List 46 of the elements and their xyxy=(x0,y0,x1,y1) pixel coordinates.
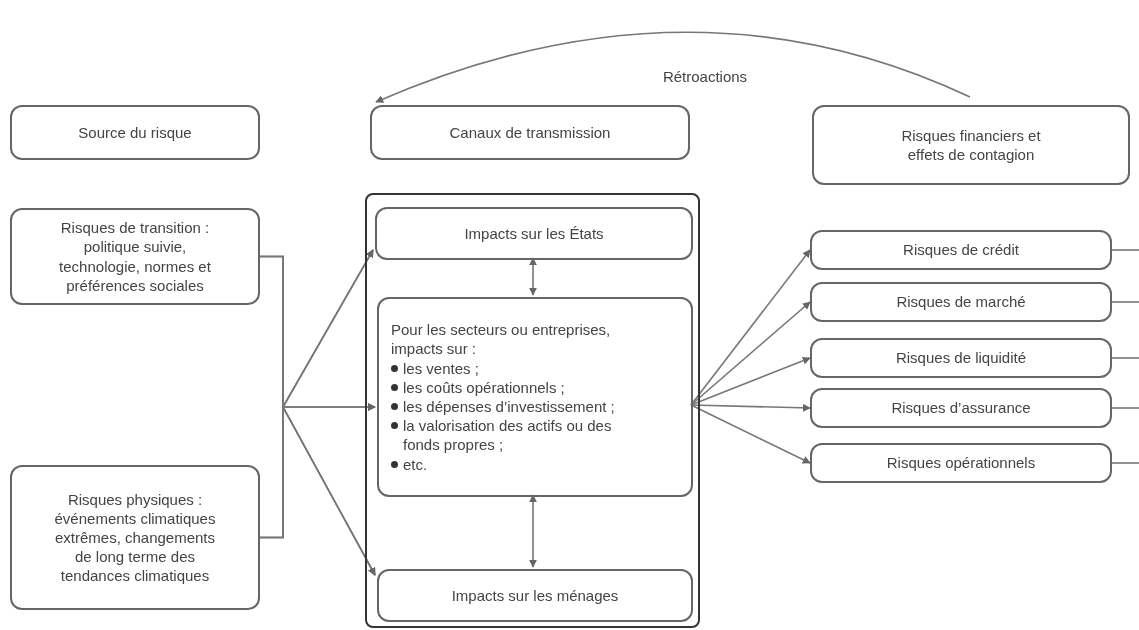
bullet-item: etc. xyxy=(403,454,428,474)
arrow xyxy=(690,403,811,412)
arrow xyxy=(690,404,811,464)
rounded-box xyxy=(812,105,1130,185)
container-box xyxy=(365,193,700,628)
arrow xyxy=(690,356,811,406)
rounded-box xyxy=(10,105,260,160)
box-text: Risques financiers et effets de contagion xyxy=(900,125,1042,165)
connector-line xyxy=(1111,249,1139,251)
box-text: Risques opérationnels xyxy=(886,453,1036,473)
rounded-box xyxy=(810,388,1112,428)
bullet-item: les dépenses d’investissement ; xyxy=(403,397,615,417)
arrow xyxy=(259,406,376,576)
rounded-box xyxy=(377,297,693,497)
box-heading: Pour les secteurs ou entreprises, impacts sur : xyxy=(391,320,612,359)
box-text: Impacts sur les ménages xyxy=(451,585,619,606)
rounded-box xyxy=(810,282,1112,322)
bullet-item: les ventes ; xyxy=(403,358,479,378)
connector-line xyxy=(1111,407,1139,409)
box-text: Risques de crédit xyxy=(903,240,1019,260)
bullet-item: la valorisation des actifs ou des fonds propres ; xyxy=(403,416,613,455)
box-text: Source du risque xyxy=(78,122,192,143)
arrow xyxy=(690,249,811,406)
arrow xyxy=(375,31,971,103)
rounded-box xyxy=(377,569,693,622)
arrow xyxy=(529,257,537,296)
bullet-item: les coûts opérationnels ; xyxy=(403,377,565,397)
rounded-box xyxy=(10,208,260,305)
connector-line xyxy=(1111,462,1139,464)
box-text: Canaux de transmission xyxy=(449,122,611,143)
rounded-box xyxy=(375,207,693,260)
box-text: Risques d’assurance xyxy=(891,398,1031,418)
rounded-box xyxy=(370,105,690,160)
box-text: Risques physiques : événements climatiques extrêmes, changements de long terme des tendances climatiques xyxy=(53,489,217,586)
box-text: Risques de marché xyxy=(896,292,1026,312)
rounded-box xyxy=(810,230,1112,270)
arrow xyxy=(529,494,537,568)
rounded-box xyxy=(810,338,1112,378)
box-text: Risques de transition : politique suivie, technologie, normes et préférences sociales xyxy=(58,218,212,295)
connector-line xyxy=(1111,357,1139,359)
rounded-box xyxy=(810,443,1112,483)
box-text: Risques de liquidité xyxy=(895,348,1027,368)
connector-line xyxy=(1111,301,1139,303)
rounded-box xyxy=(10,465,260,610)
arrow xyxy=(690,301,811,406)
box-text: Impacts sur les États xyxy=(464,223,604,244)
